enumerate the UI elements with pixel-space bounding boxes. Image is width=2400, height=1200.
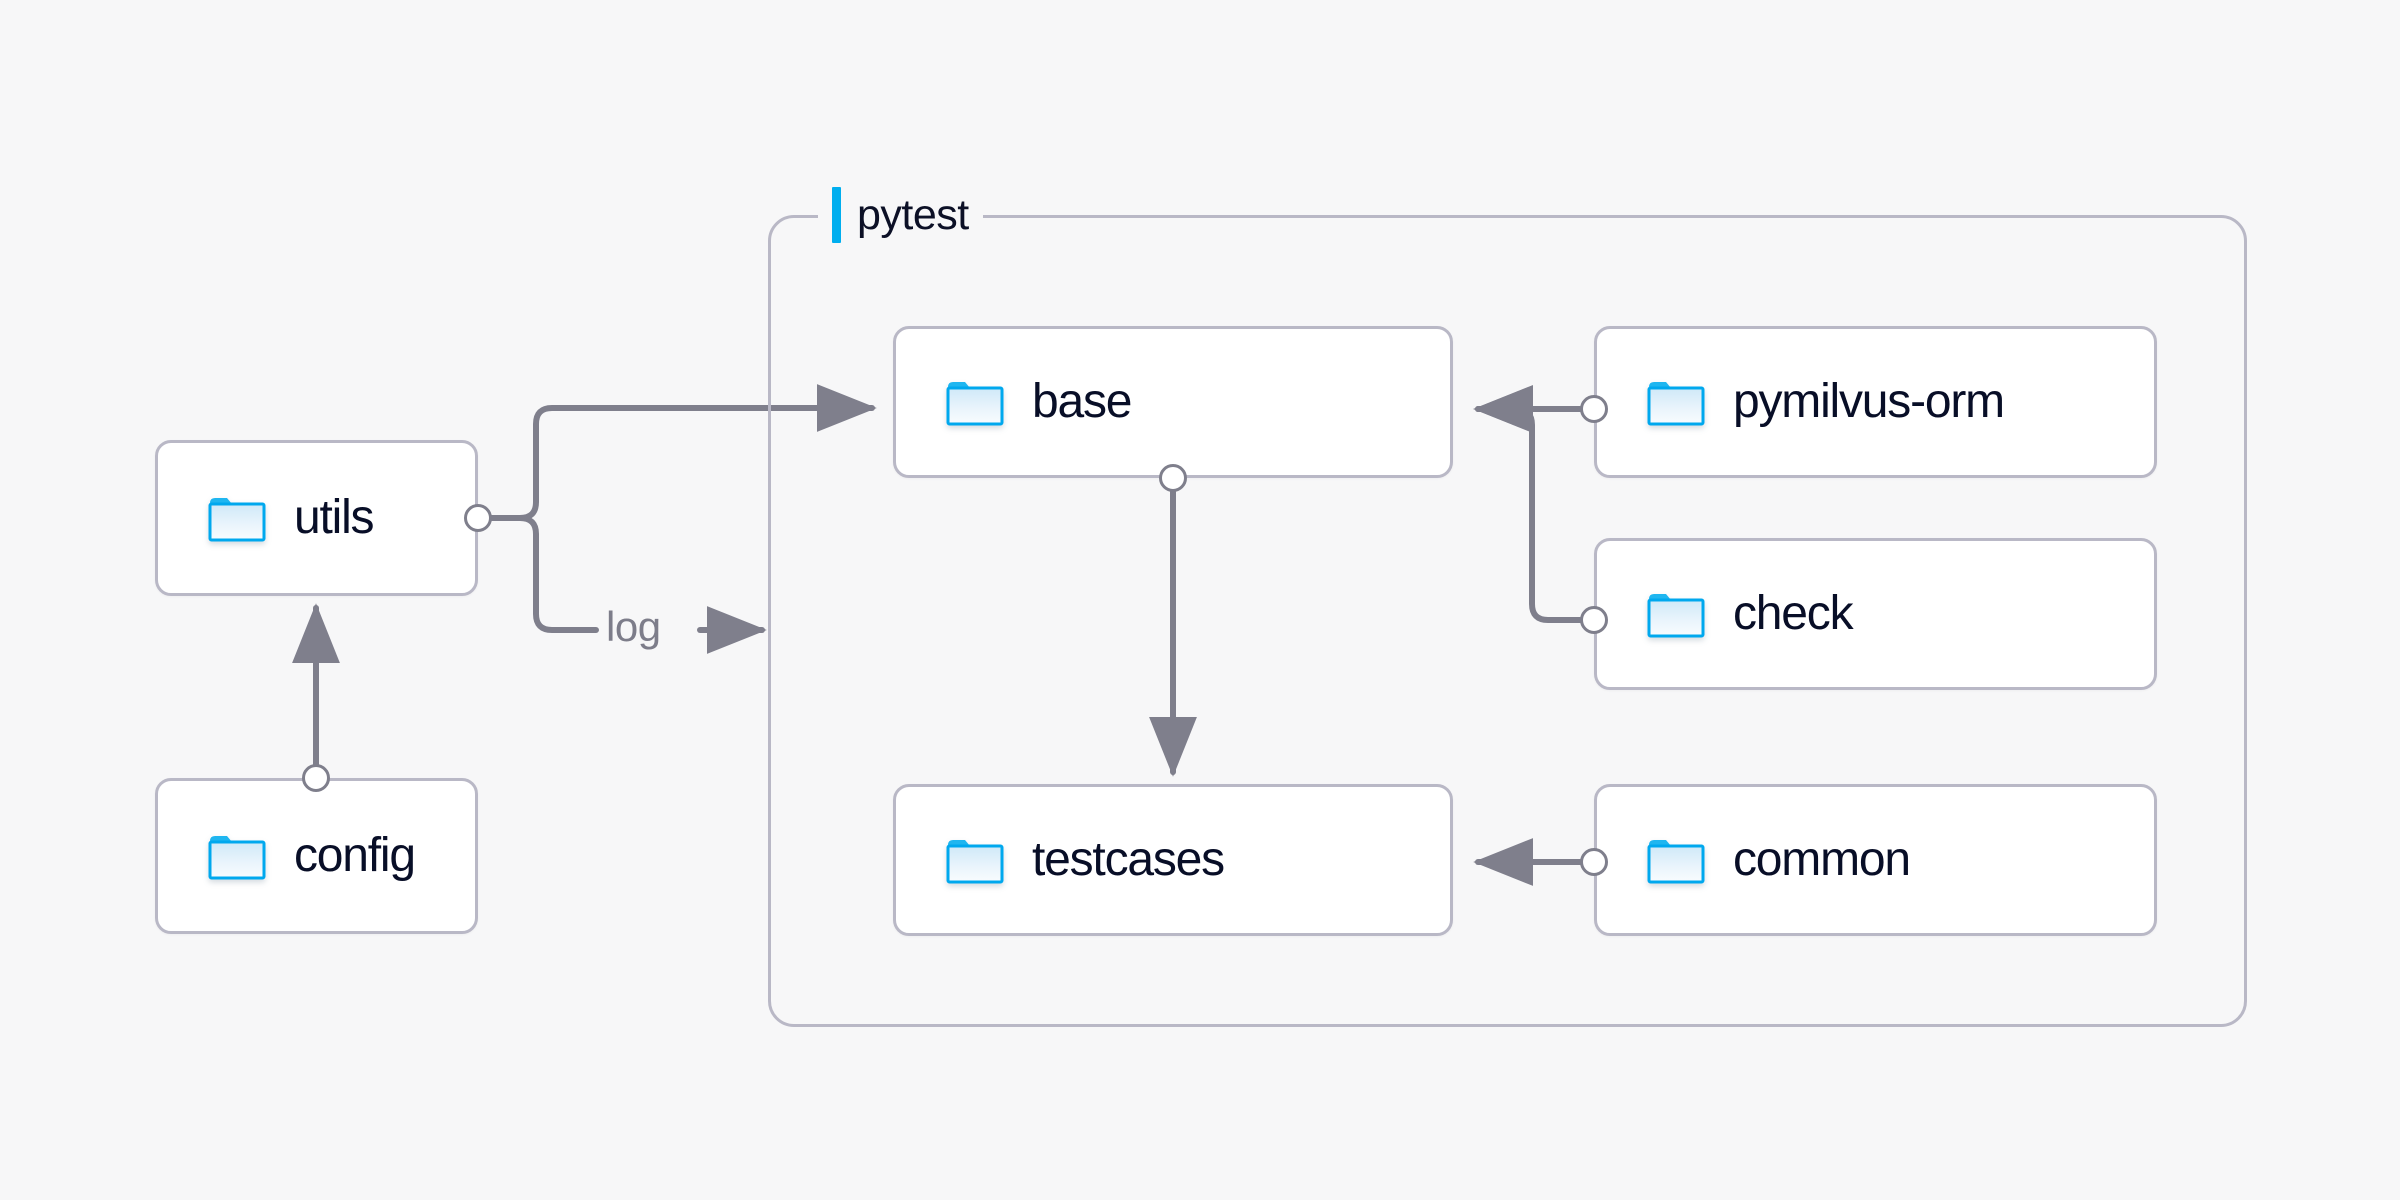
- node-testcases[interactable]: testcases: [893, 784, 1453, 936]
- node-label: config: [294, 829, 416, 882]
- node-utils[interactable]: utils: [155, 440, 478, 596]
- node-label: common: [1733, 833, 1911, 886]
- node-label: check: [1733, 587, 1854, 640]
- folder-icon: [1647, 377, 1705, 427]
- port-check-left[interactable]: [1580, 606, 1608, 634]
- group-label-text: pytest: [857, 190, 969, 239]
- node-check[interactable]: check: [1594, 538, 2157, 690]
- node-label: testcases: [1032, 833, 1225, 886]
- pytest-group-label: pytest: [818, 187, 983, 243]
- node-base[interactable]: base: [893, 326, 1453, 478]
- folder-icon: [1647, 835, 1705, 885]
- node-label: pymilvus-orm: [1733, 375, 2005, 428]
- folder-icon: [946, 377, 1004, 427]
- folder-icon: [208, 493, 266, 543]
- node-config[interactable]: config: [155, 778, 478, 934]
- node-label: utils: [294, 491, 375, 544]
- port-utils-right[interactable]: [464, 504, 492, 532]
- port-common-left[interactable]: [1580, 848, 1608, 876]
- port-base-bottom[interactable]: [1159, 464, 1187, 492]
- folder-icon: [1647, 589, 1705, 639]
- folder-icon: [946, 835, 1004, 885]
- node-pymilvus-orm[interactable]: pymilvus-orm: [1594, 326, 2157, 478]
- port-pymilvus-orm-left[interactable]: [1580, 395, 1608, 423]
- node-common[interactable]: common: [1594, 784, 2157, 936]
- node-label: base: [1032, 375, 1133, 428]
- port-config-top[interactable]: [302, 764, 330, 792]
- edge-label-log: log: [606, 603, 661, 650]
- group-accent-bar: [832, 187, 841, 243]
- folder-icon: [208, 831, 266, 881]
- pytest-group-container[interactable]: [768, 215, 2247, 1027]
